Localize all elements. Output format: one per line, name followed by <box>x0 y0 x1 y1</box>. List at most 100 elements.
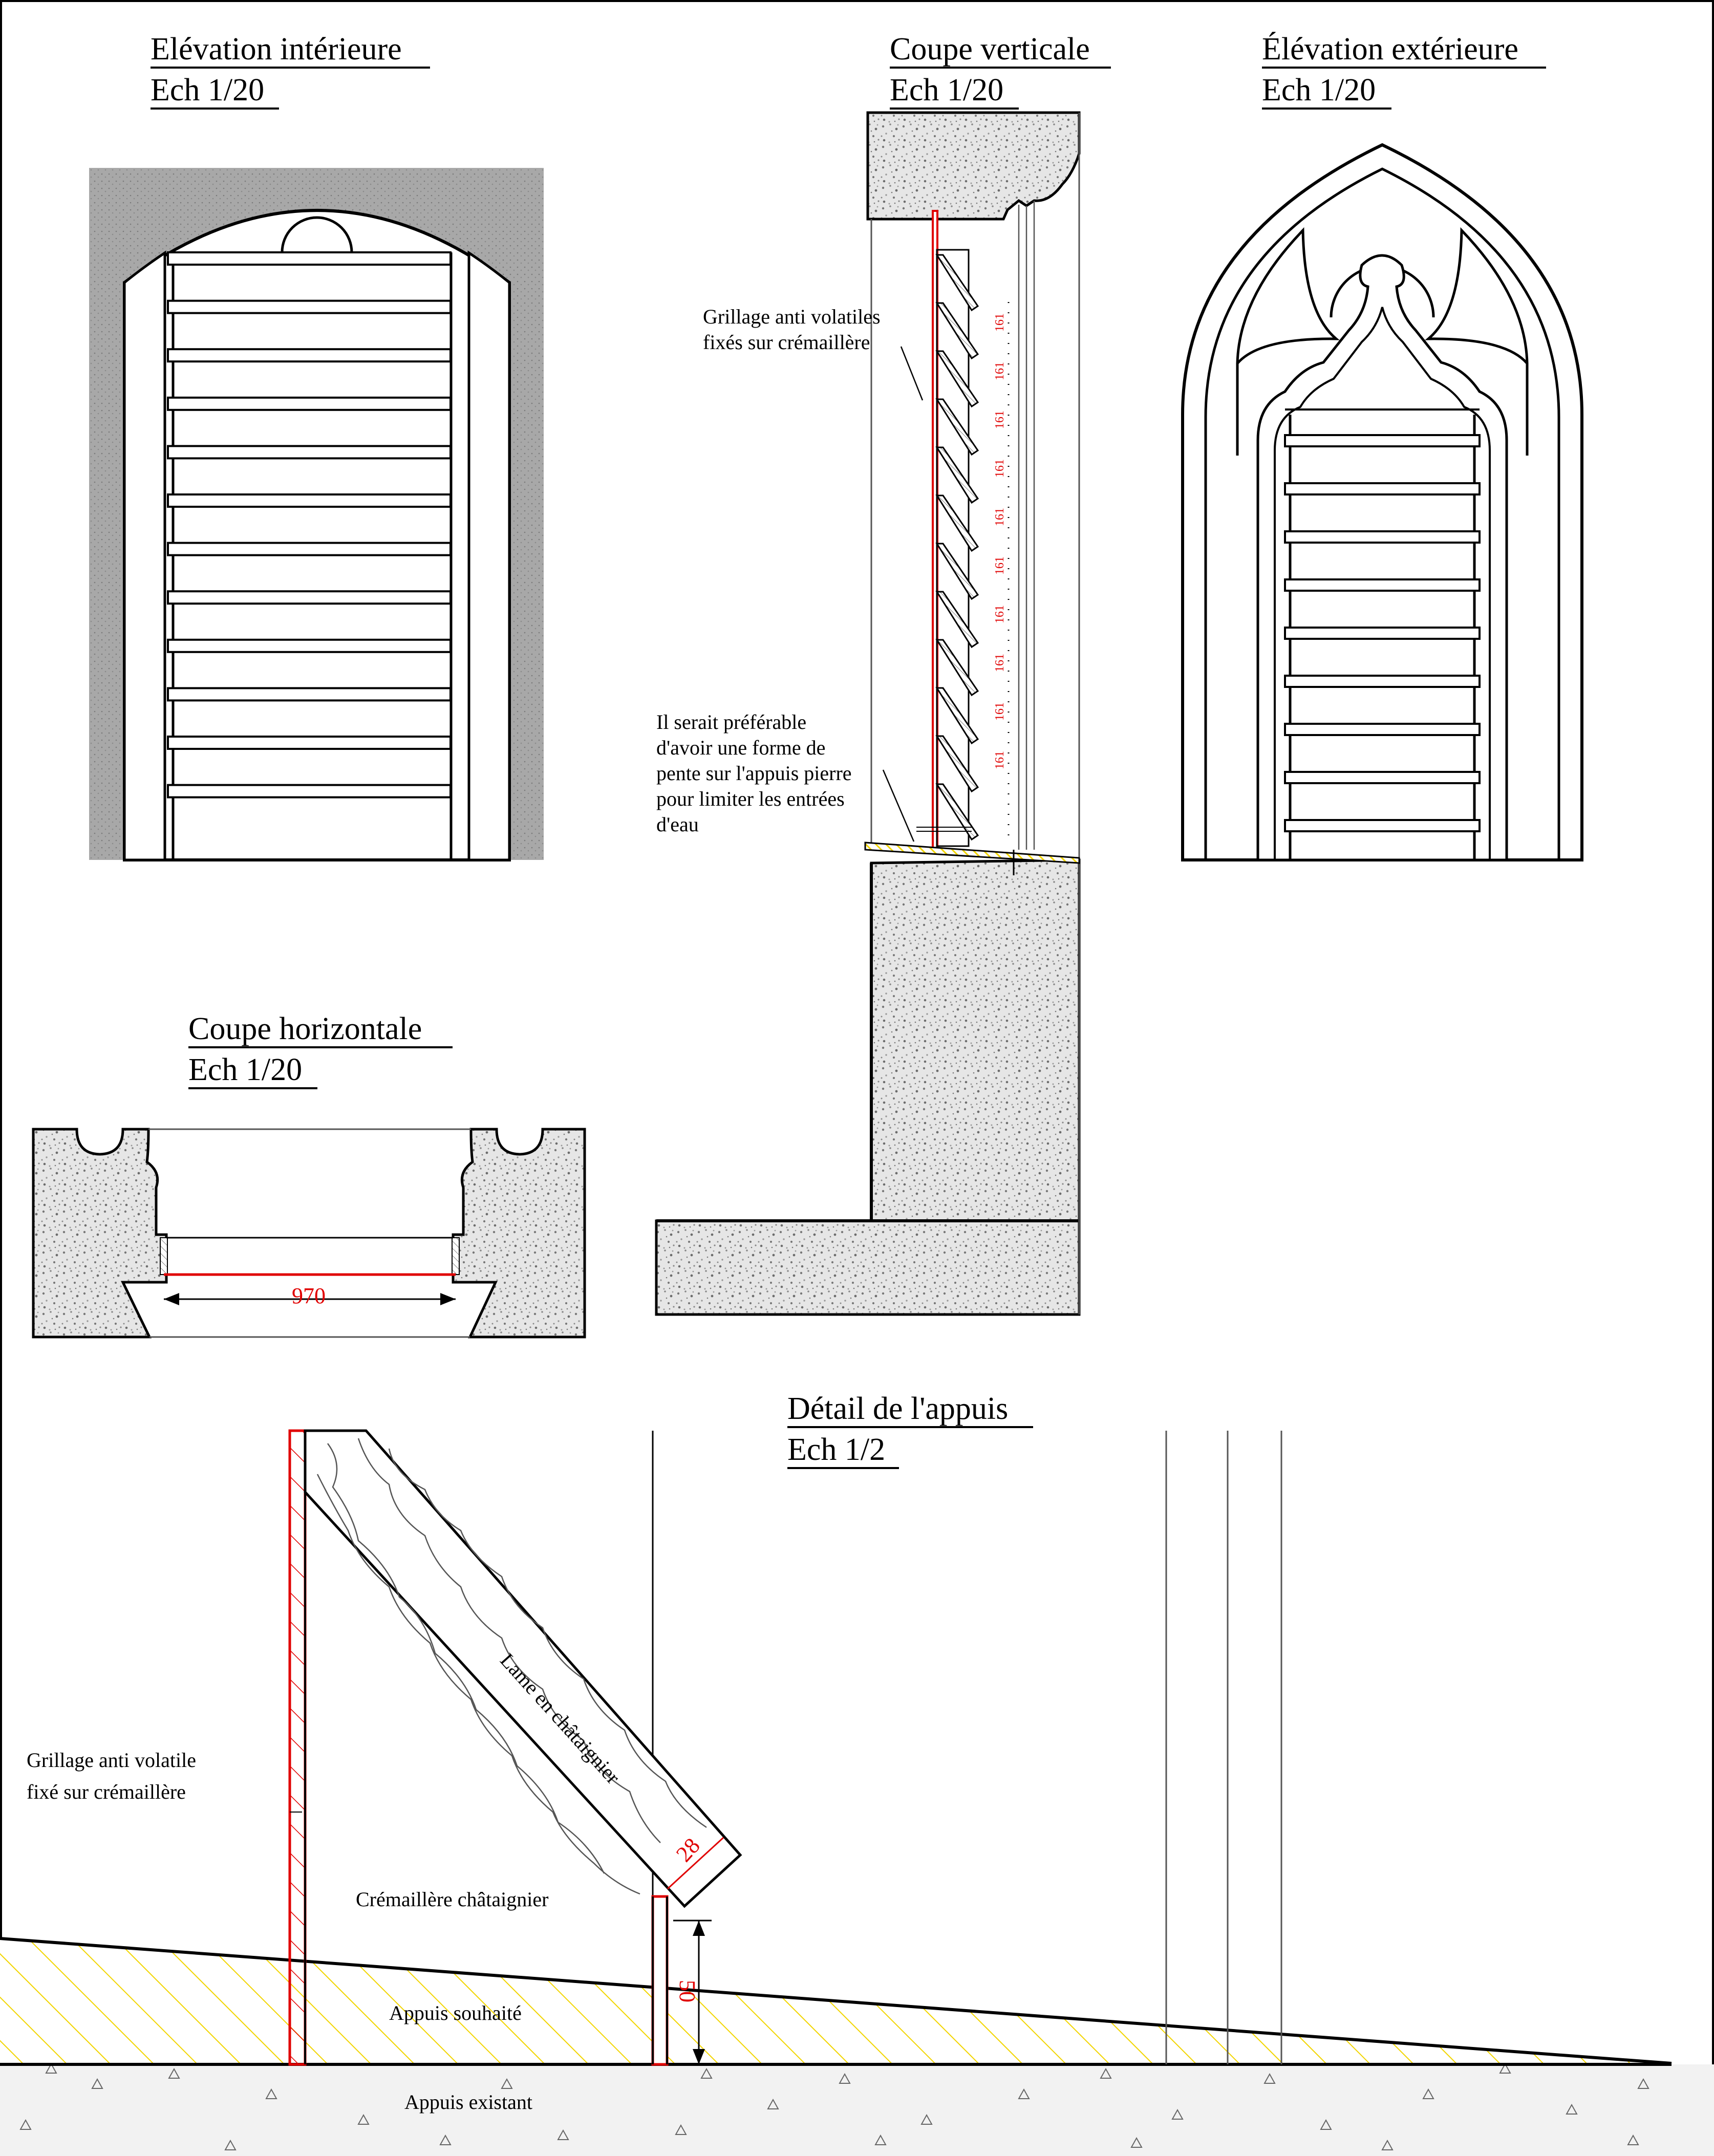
sill-texture-mark <box>265 2088 277 2099</box>
floor-slab <box>655 1219 1081 1316</box>
section-slats <box>935 254 979 841</box>
sill-texture-mark <box>1171 2108 1184 2120</box>
section-slat <box>935 639 979 697</box>
section-slat <box>935 302 979 360</box>
section-slat <box>935 735 979 793</box>
exterior-slat <box>1284 627 1481 640</box>
existing-sill-texture <box>19 2062 1649 2150</box>
sill-texture-mark <box>675 2124 687 2135</box>
note-appuis-5: d'eau <box>656 813 699 836</box>
exterior-inner-arch <box>1204 167 1560 860</box>
title-vertical-scale: Ech 1/20 <box>890 73 1003 107</box>
interior-jamb-left <box>123 250 166 861</box>
interior-slat <box>167 590 452 605</box>
section-rack <box>936 249 970 847</box>
note-appuis-1: Il serait préférable <box>656 710 806 734</box>
title-exterior: Élévation extérieure Ech 1/20 <box>1262 32 1546 110</box>
note-appuis-4: pour limiter les entrées <box>656 787 845 810</box>
lintel-stone <box>866 111 1081 221</box>
sill-texture-mark <box>1381 2139 1394 2150</box>
exterior-opening-inner <box>1274 307 1491 860</box>
sill-texture-mark <box>1637 2078 1649 2089</box>
section-slat <box>935 687 979 745</box>
sill-texture-mark <box>168 2067 180 2079</box>
sill-texture-mark <box>557 2129 569 2140</box>
title-exterior-name: Élévation extérieure <box>1262 32 1518 67</box>
interior-slat <box>167 445 452 460</box>
interior-slat <box>167 396 452 411</box>
sill-stone <box>870 858 1081 1222</box>
title-vertical: Coupe verticale Ech 1/20 <box>890 32 1111 110</box>
sill-texture-mark <box>45 2062 57 2074</box>
interior-elevation <box>89 168 544 861</box>
rack-detail <box>651 1895 669 2066</box>
title-interior: Elévation intérieure Ech 1/20 <box>151 32 430 110</box>
label-cremaillere: Crémaillère châtaignier <box>356 1888 548 1911</box>
interior-slat <box>167 493 452 508</box>
title-detail: Détail de l'appuis Ech 1/2 <box>787 1391 1033 1469</box>
note-grillage-detail-1: Grillage anti volatile <box>27 1749 196 1772</box>
existing-sill <box>0 2064 1714 2156</box>
exterior-slat <box>1284 578 1481 592</box>
label-appuis-existant: Appuis existant <box>404 2090 532 2114</box>
sill-texture-mark <box>1130 2137 1143 2148</box>
interior-slat <box>167 251 452 266</box>
exterior-opening <box>1256 254 1508 860</box>
dim-slat-spacing: 161 <box>993 702 1006 721</box>
exterior-slat <box>1284 723 1481 736</box>
title-exterior-scale: Ech 1/20 <box>1262 73 1376 107</box>
section-slat <box>935 543 979 600</box>
section-slat <box>935 350 979 408</box>
mesh-detail <box>288 1429 307 2066</box>
exterior-elevation <box>1181 143 1583 861</box>
sill-texture-mark <box>439 2134 452 2145</box>
exterior-slat <box>1284 482 1481 495</box>
exterior-slat <box>1284 771 1481 784</box>
sill-texture-mark <box>1566 2103 1578 2115</box>
note-grillage-section-1: Grillage anti volatiles <box>703 305 881 328</box>
interior-transom-arch <box>281 216 353 253</box>
left-frame-hatch <box>160 1237 168 1275</box>
horizontal-section: 970 <box>32 1128 586 1339</box>
note-grillage-section-2: fixés sur crémaillère <box>703 331 870 354</box>
section-slat <box>935 446 979 504</box>
dim-slat-spacing: 161 <box>993 362 1006 380</box>
title-interior-scale: Ech 1/20 <box>151 73 264 107</box>
sill-texture-mark <box>19 2119 32 2130</box>
sill-detail: 28 Lame en châtaignier 50 Grillage anti … <box>0 1429 1714 2156</box>
interior-slat <box>167 687 452 702</box>
section-slat <box>935 783 979 841</box>
dim-width: 970 <box>292 1283 326 1308</box>
sill-texture-mark <box>1627 2134 1639 2145</box>
section-slat <box>935 591 979 649</box>
exterior-trefoil-right <box>1425 227 1529 456</box>
sill-texture-mark <box>920 2114 933 2125</box>
dim-slat-spacing: 161 <box>993 411 1006 429</box>
dim-slat-spacing: 161 <box>993 751 1006 769</box>
title-detail-name: Détail de l'appuis <box>787 1391 1008 1426</box>
dim-slat-spacing: 161 <box>993 654 1006 672</box>
exterior-trefoil-left <box>1236 227 1340 456</box>
right-frame-hatch <box>452 1237 460 1275</box>
left-jamb-stone <box>32 1128 168 1339</box>
sill-texture-mark <box>1100 2067 1112 2079</box>
section-slat <box>935 494 979 552</box>
interior-slat <box>167 784 452 799</box>
section-slat <box>935 254 979 312</box>
note-appuis-3: pente sur l'appuis pierre <box>656 762 852 785</box>
sill-texture-mark <box>91 2078 103 2089</box>
interior-slat <box>167 542 452 556</box>
dim-slat-spacing: 161 <box>993 459 1006 478</box>
title-horizontal-name: Coupe horizontale <box>188 1011 422 1046</box>
title-vertical-name: Coupe verticale <box>890 32 1090 67</box>
interior-jamb-right <box>467 250 511 861</box>
sill-texture-mark <box>767 2098 779 2109</box>
interior-slat <box>167 299 452 314</box>
sill-texture-mark <box>1263 2073 1276 2084</box>
sill-texture-mark <box>839 2073 851 2084</box>
dim-rack-height: 50 <box>675 1980 700 2002</box>
dim-slat-spacing: 161 <box>993 605 1006 623</box>
sill-texture-mark <box>357 2114 370 2125</box>
